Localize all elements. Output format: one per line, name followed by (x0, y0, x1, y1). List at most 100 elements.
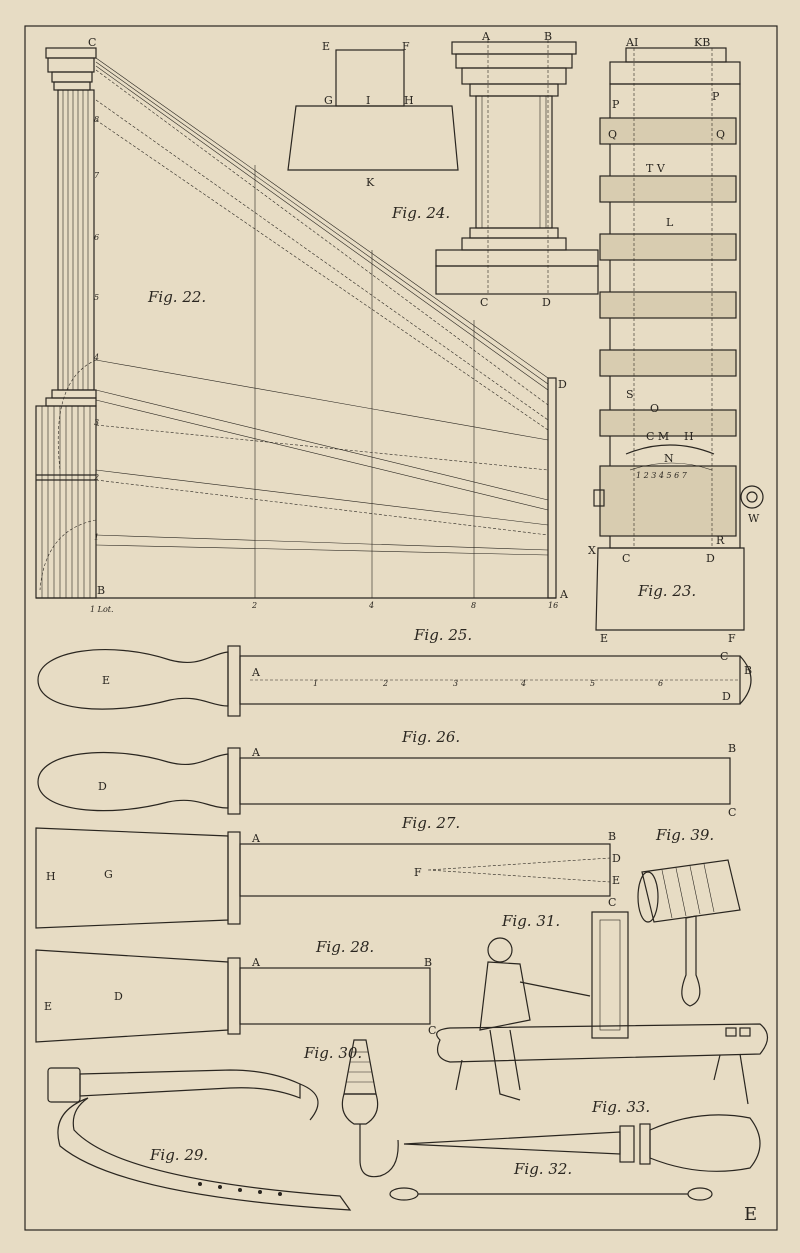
fig25-label-A: A (251, 666, 261, 679)
fig24-title: Fig. 24. (391, 204, 450, 222)
fig29-strap: Fig. 29. (47, 1067, 352, 1211)
fig26-label-D: D (98, 780, 107, 793)
fig22-tick-1: 1 (94, 533, 99, 542)
fig23-label-KB: KB (694, 36, 710, 49)
fig39-title: Fig. 39. (655, 826, 714, 844)
fig25-tick-4: 4 (520, 679, 526, 688)
fig24-block-diagram: E F G I H K Fig. 24. (287, 40, 459, 222)
fig23-scale: 1 2 3 4 5 6 7 (636, 471, 688, 480)
fig27-former: H G A F B D E C Fig. 27. (35, 814, 621, 929)
fig23-label-CM: C M (646, 430, 669, 443)
fig22-scale-2: 4 (368, 601, 374, 610)
fig26-label-C: C (728, 806, 736, 819)
fig22-scale-1: 2 (251, 601, 257, 610)
fig23-label-O: O (650, 402, 659, 415)
fig28-label-C: C (428, 1024, 436, 1037)
fig24-pedestal: A B C D (435, 30, 599, 309)
fig24-label-A: A (481, 30, 491, 43)
fig31-worker-at-bench: Fig. 31. (436, 911, 769, 1105)
fig26-title: Fig. 26. (401, 728, 460, 746)
fig24-label-H: H (404, 94, 414, 107)
fig23-label-C: C (622, 552, 630, 565)
fig23-label-D: D (706, 552, 715, 565)
fig28-label-E: E (44, 1000, 52, 1013)
fig27-title: Fig. 27. (401, 814, 460, 832)
fig27-label-B: B (608, 830, 616, 843)
fig24-label-D: D (542, 296, 551, 309)
plate-border (24, 25, 778, 1231)
fig22-tick-6: 6 (94, 233, 99, 242)
fig27-label-A: A (251, 832, 261, 845)
fig23-title: Fig. 23. (637, 582, 696, 600)
fig24-label-E: E (322, 40, 330, 53)
fig24-label-F: F (402, 40, 410, 53)
fig27-label-C: C (608, 896, 616, 909)
fig22-pillar-diagram: C B D A 1 Lot. 2 4 8 16 8 7 6 5 4 3 2 1 … (35, 36, 569, 614)
fig24-label-C: C (480, 296, 488, 309)
fig22-label-C: C (88, 36, 96, 49)
fig25-label-D: D (722, 690, 731, 703)
fig30-screw-hook: Fig. 30. (303, 1039, 399, 1178)
fig24-label-B: B (544, 30, 552, 43)
fig22-tick-8: 8 (94, 115, 99, 124)
fig33-awl (403, 1114, 761, 1172)
fig24-label-I: I (366, 94, 370, 107)
fig23-column: AI KB P P Q Q T V L S O C M H N 1 2 3 4 … (588, 36, 764, 645)
fig32-cord: Fig. 32. (389, 1160, 713, 1201)
fig23-label-TV: T V (646, 162, 666, 175)
fig25-tick-3: 3 (453, 679, 458, 688)
fig28-title: Fig. 28. (315, 938, 374, 956)
fig26-label-B: B (728, 742, 736, 755)
fig22-tick-4: 4 (93, 353, 99, 362)
fig23-label-X: X (588, 544, 596, 557)
fig23-label-Q1: Q (608, 128, 617, 141)
fig22-scale-0: 1 Lot. (90, 605, 114, 614)
fig27-label-D: D (612, 852, 621, 865)
fig27-label-E: E (612, 874, 620, 887)
fig27-label-G: G (104, 868, 113, 881)
fig30-title: Fig. 30. (303, 1044, 362, 1062)
fig25-label-E: E (102, 674, 110, 687)
fig23-label-F: F (728, 632, 736, 645)
fig25-label-B: B (744, 664, 752, 677)
fig25-tick-2: 2 (382, 679, 388, 688)
fig23-label-AI: AI (625, 36, 638, 49)
fig27-label-H: H (46, 870, 56, 883)
fig25-title: Fig. 25. (413, 626, 472, 644)
fig22-title: Fig. 22. (147, 288, 206, 306)
fig22-tick-2: 2 (93, 473, 99, 482)
fig31-title: Fig. 31. (501, 912, 560, 930)
fig39-mallet: Fig. 39. (637, 826, 741, 1007)
fig25-rammer: E A C B D 1 2 3 4 5 6 Fig. 25. (37, 626, 752, 717)
fig23-label-P2: P (712, 90, 720, 103)
fig28-label-D: D (114, 990, 123, 1003)
fig23-label-L: L (666, 216, 674, 229)
fig32-title: Fig. 32. (513, 1160, 572, 1178)
fig29-title: Fig. 29. (149, 1146, 208, 1164)
fig26-label-A: A (251, 746, 261, 759)
fig23-label-W: W (748, 512, 760, 525)
fig23-label-Q2: Q (716, 128, 725, 141)
fig22-tick-3: 3 (94, 418, 99, 427)
fig23-label-R: R (716, 534, 725, 547)
fig25-tick-6: 6 (658, 679, 663, 688)
fig24-label-K: K (366, 176, 375, 189)
fig24-label-G: G (324, 94, 333, 107)
fig23-label-E: E (600, 632, 608, 645)
fig26-rammer: D A B C Fig. 26. (37, 728, 736, 819)
fig25-label-C: C (720, 650, 728, 663)
fig22-label-D: D (558, 378, 567, 391)
fig22-tick-5: 5 (94, 293, 99, 302)
fig33-title: Fig. 33. (591, 1098, 650, 1116)
fig27-label-F: F (414, 866, 422, 879)
fig25-tick-1: 1 (313, 679, 318, 688)
fig23-label-N: N (664, 452, 674, 465)
fig23-label-H: H (684, 430, 694, 443)
fig28-label-B: B (424, 956, 432, 969)
fig28-label-A: A (251, 956, 261, 969)
fig22-label-B: B (97, 584, 105, 597)
fig22-scale-3: 8 (471, 601, 476, 610)
fig22-scale-4: 16 (548, 601, 558, 610)
fig28-former: E D A B C Fig. 28. (35, 938, 436, 1043)
